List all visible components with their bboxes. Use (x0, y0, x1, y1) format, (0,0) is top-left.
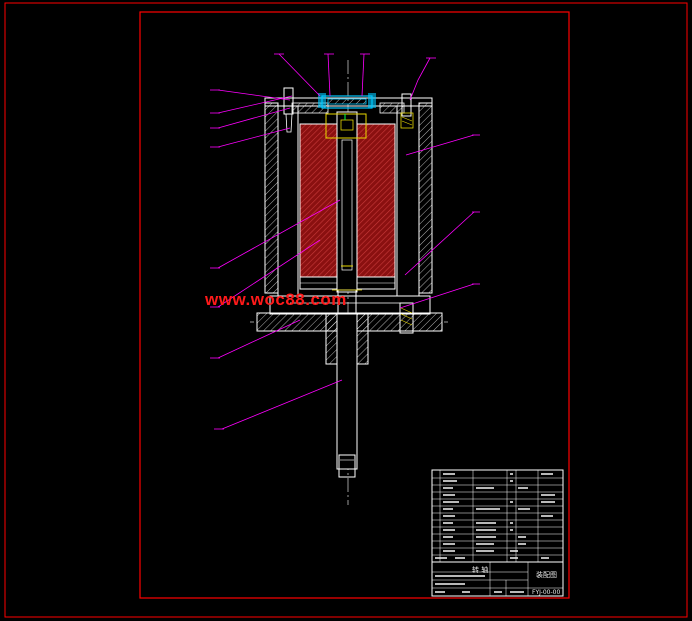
housing (264, 97, 433, 297)
title-drawing-number: FYJ-00-00 (532, 589, 560, 596)
parts-list-ticks (435, 473, 555, 593)
right-bolt (399, 93, 414, 334)
title-part-name: 转 轴 (472, 565, 488, 574)
outer-frame (4, 2, 688, 618)
left-bolt (283, 87, 294, 133)
leader-tags (210, 53, 480, 430)
title-block: 转 轴 装配图 FYJ-00-00 (431, 469, 564, 597)
inner-frame (139, 11, 570, 599)
leader-lines (217, 53, 475, 430)
shaft (325, 111, 369, 478)
top-cover (318, 93, 376, 109)
watermark: www.woc88.com (205, 290, 347, 309)
parts-list-grid (432, 470, 563, 596)
upper-bearing (325, 113, 367, 291)
title-assembly: 装配图 (536, 570, 557, 579)
